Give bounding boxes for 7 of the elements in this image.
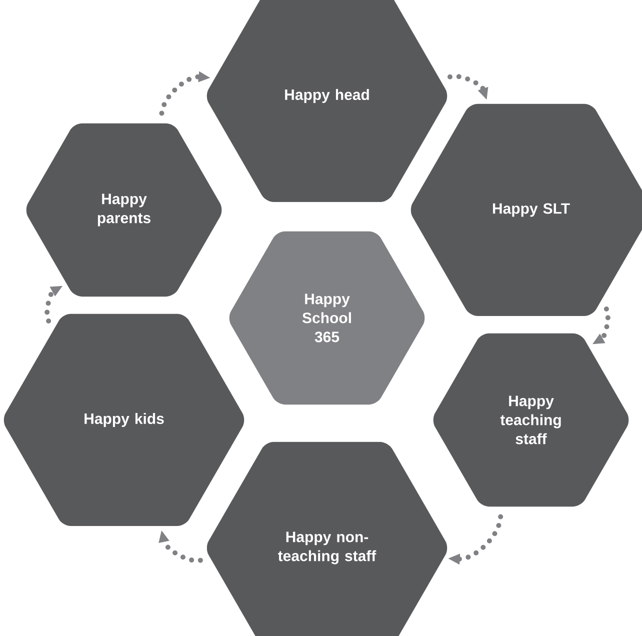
hexagon: Happy SLT <box>410 104 642 316</box>
hexagon: Happy head <box>206 0 448 202</box>
hexagon: Happy School 365 <box>229 231 425 405</box>
hexagon: Happy teaching staff <box>433 333 629 507</box>
hexagon: Happy non-teaching staff <box>206 442 448 636</box>
hexagon: Happy kids <box>4 314 244 526</box>
hexagon: Happy parents <box>26 123 222 297</box>
